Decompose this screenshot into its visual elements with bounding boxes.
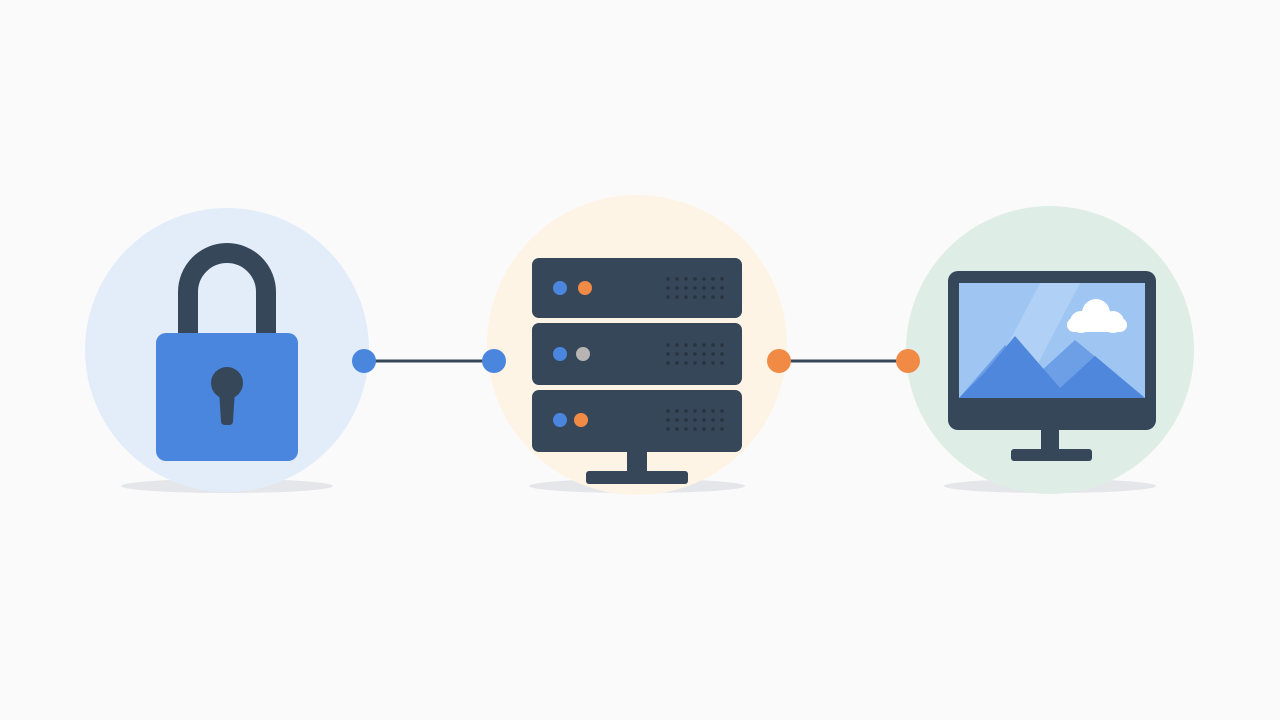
vent-dot — [720, 286, 724, 290]
status-light-blue — [553, 347, 567, 361]
vent-dot — [666, 427, 670, 431]
vent-dot — [684, 277, 688, 281]
vent-dot — [666, 409, 670, 413]
server-unit — [532, 390, 742, 452]
vent-grid — [666, 409, 724, 431]
vent-dot — [693, 427, 697, 431]
padlock-shackle — [178, 243, 276, 340]
status-light-orange — [578, 281, 592, 295]
monitor-stand-neck — [1041, 426, 1059, 452]
status-light-gray — [576, 347, 590, 361]
vent-dot — [675, 286, 679, 290]
vent-dot — [666, 361, 670, 365]
vent-dot — [684, 409, 688, 413]
connector-endpoint-right — [896, 349, 920, 373]
monitor-screen — [959, 283, 1145, 398]
vent-grid — [666, 277, 724, 299]
cloud-icon — [1067, 299, 1127, 333]
vent-dot — [711, 295, 715, 299]
vent-dot — [693, 352, 697, 356]
server-stand-neck — [627, 450, 647, 474]
connector-endpoint-right — [482, 349, 506, 373]
vent-dot — [693, 295, 697, 299]
connector-endpoint-left — [352, 349, 376, 373]
vent-dot — [720, 295, 724, 299]
status-light-blue — [553, 413, 567, 427]
vent-dot — [675, 418, 679, 422]
vent-dot — [666, 343, 670, 347]
vent-dot — [711, 277, 715, 281]
mountain-front-icon — [959, 336, 1145, 398]
server-stand-base — [586, 471, 688, 484]
vent-dot — [702, 286, 706, 290]
vent-dot — [711, 418, 715, 422]
vent-dot — [720, 409, 724, 413]
connection-server-monitor — [767, 349, 920, 373]
vent-dot — [720, 361, 724, 365]
status-light-orange — [574, 413, 588, 427]
vent-dot — [666, 295, 670, 299]
vent-dot — [693, 418, 697, 422]
connection-lock-server — [352, 349, 506, 373]
vent-dot — [684, 343, 688, 347]
server-unit — [532, 323, 742, 385]
vent-dot — [711, 343, 715, 347]
vent-dot — [693, 286, 697, 290]
vent-dot — [711, 427, 715, 431]
vent-dot — [702, 295, 706, 299]
vent-dot — [720, 418, 724, 422]
vent-dot — [684, 286, 688, 290]
vent-dot — [675, 277, 679, 281]
vent-dot — [675, 352, 679, 356]
monitor-stand-base — [1011, 449, 1092, 461]
vent-dot — [684, 352, 688, 356]
vent-dot — [684, 427, 688, 431]
vent-dot — [720, 343, 724, 347]
vent-dot — [702, 409, 706, 413]
vent-dot — [711, 409, 715, 413]
vent-dot — [675, 409, 679, 413]
vent-dot — [720, 427, 724, 431]
vent-dot — [702, 418, 706, 422]
vent-dot — [693, 361, 697, 365]
vent-dot — [675, 427, 679, 431]
status-light-blue — [553, 281, 567, 295]
vent-dot — [675, 361, 679, 365]
vent-dot — [666, 352, 670, 356]
connector-endpoint-left — [767, 349, 791, 373]
vent-dot — [666, 418, 670, 422]
vent-dot — [684, 418, 688, 422]
vent-dot — [693, 277, 697, 281]
vent-dot — [684, 361, 688, 365]
server-rack-icon — [532, 258, 742, 484]
vent-grid — [666, 343, 724, 365]
vent-dot — [711, 286, 715, 290]
keyhole-slot — [219, 390, 235, 425]
vent-dot — [711, 361, 715, 365]
vent-dot — [711, 352, 715, 356]
keyhole-icon — [211, 367, 243, 399]
vent-dot — [702, 361, 706, 365]
vent-dot — [675, 343, 679, 347]
monitor-icon — [948, 271, 1156, 461]
vent-dot — [702, 277, 706, 281]
vent-dot — [666, 286, 670, 290]
vent-dot — [675, 295, 679, 299]
vent-dot — [702, 343, 706, 347]
vent-dot — [702, 352, 706, 356]
server-unit — [532, 258, 742, 318]
padlock-icon — [156, 243, 298, 461]
vent-dot — [702, 427, 706, 431]
vent-dot — [720, 352, 724, 356]
vent-dot — [720, 277, 724, 281]
vent-dot — [684, 295, 688, 299]
vent-dot — [693, 343, 697, 347]
vent-dot — [693, 409, 697, 413]
vent-dot — [666, 277, 670, 281]
